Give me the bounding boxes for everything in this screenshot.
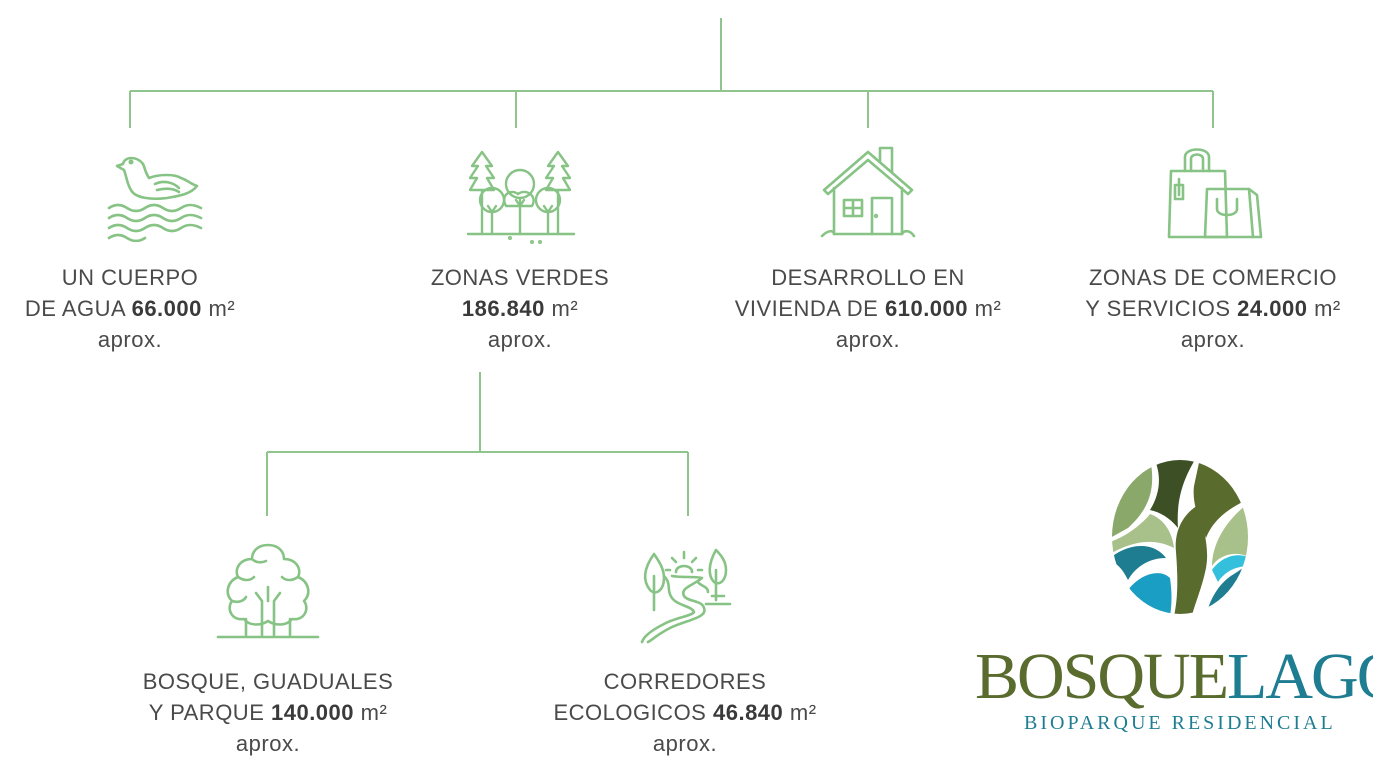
shopping-bags-icon: [1167, 148, 1263, 239]
node-vivienda-line3: aprox.: [835, 327, 901, 352]
bosquelago-logo-emblem: [1112, 460, 1248, 614]
node-verdes-line2: 186.840 m²: [400, 293, 640, 324]
node-corredores-line3: aprox.: [652, 731, 718, 756]
node-verdes-value: 186.840: [461, 296, 545, 321]
node-verdes-label: ZONAS VERDES 186.840 m² aprox.: [400, 262, 640, 355]
node-agua-value: 66.000: [131, 296, 202, 321]
node-agua-label: UN CUERPO DE AGUA 66.000 m² aprox.: [10, 262, 250, 355]
node-vivienda-pre: VIVIENDA DE: [734, 296, 885, 321]
tree-icon: [216, 543, 320, 639]
node-vivienda-value: 610.000: [884, 296, 969, 321]
node-corredores-pre: ECOLOGICOS: [553, 700, 713, 725]
node-agua-line1: UN CUERPO: [61, 265, 199, 290]
house-icon: [820, 146, 916, 238]
node-corredores-value: 46.840: [712, 700, 784, 725]
node-bosque-line1: BOSQUE, GUADUALES: [142, 669, 394, 694]
brand-subtitle: BIOPARQUE RESIDENCIAL: [1024, 712, 1336, 734]
node-vivienda-line2: VIVIENDA DE 610.000 m²: [698, 293, 1038, 324]
ecological-path-icon: [640, 548, 732, 644]
node-comercio-unit: m²: [1307, 296, 1341, 321]
node-agua-line2: DE AGUA 66.000 m²: [10, 293, 250, 324]
node-comercio-line3: aprox.: [1180, 327, 1246, 352]
node-comercio-label: ZONAS DE COMERCIO Y SERVICIOS 24.000 m² …: [1053, 262, 1373, 355]
forest-icon: [466, 150, 576, 244]
node-comercio-line1: ZONAS DE COMERCIO: [1088, 265, 1338, 290]
node-corredores-line2: ECOLOGICOS 46.840 m²: [520, 697, 850, 728]
node-bosque-line3: aprox.: [235, 731, 301, 756]
node-bosque-value: 140.000: [270, 700, 355, 725]
node-corredores-line1: CORREDORES: [603, 669, 767, 694]
node-comercio-value: 24.000: [1237, 296, 1308, 321]
node-agua-pre: DE AGUA: [24, 296, 132, 321]
duck-icon: [107, 156, 203, 242]
node-vivienda-label: DESARROLLO EN VIVIENDA DE 610.000 m² apr…: [698, 262, 1038, 355]
node-vivienda-line1: DESARROLLO EN: [771, 265, 965, 290]
node-agua-unit: m²: [201, 296, 236, 321]
brand-word-bosque: BOSQUE: [975, 640, 1229, 713]
node-bosque-unit: m²: [354, 700, 388, 725]
node-verdes-line3: aprox.: [487, 327, 553, 352]
node-verdes-unit: m²: [544, 296, 579, 321]
brand-wordmark: BOSQUELAGO: [975, 644, 1373, 710]
node-bosque-label: BOSQUE, GUADUALES Y PARQUE 140.000 m² ap…: [108, 666, 428, 759]
node-vivienda-unit: m²: [968, 296, 1002, 321]
node-corredores-label: CORREDORES ECOLOGICOS 46.840 m² aprox.: [520, 666, 850, 759]
brand-word-lago: LAGO: [1227, 640, 1373, 713]
node-comercio-line2: Y SERVICIOS 24.000 m²: [1053, 293, 1373, 324]
node-corredores-unit: m²: [783, 700, 817, 725]
node-agua-line3: aprox.: [97, 327, 163, 352]
node-verdes-line1: ZONAS VERDES: [430, 265, 610, 290]
node-bosque-pre: Y PARQUE: [148, 700, 271, 725]
node-bosque-line2: Y PARQUE 140.000 m²: [108, 697, 428, 728]
node-comercio-pre: Y SERVICIOS: [1085, 296, 1238, 321]
